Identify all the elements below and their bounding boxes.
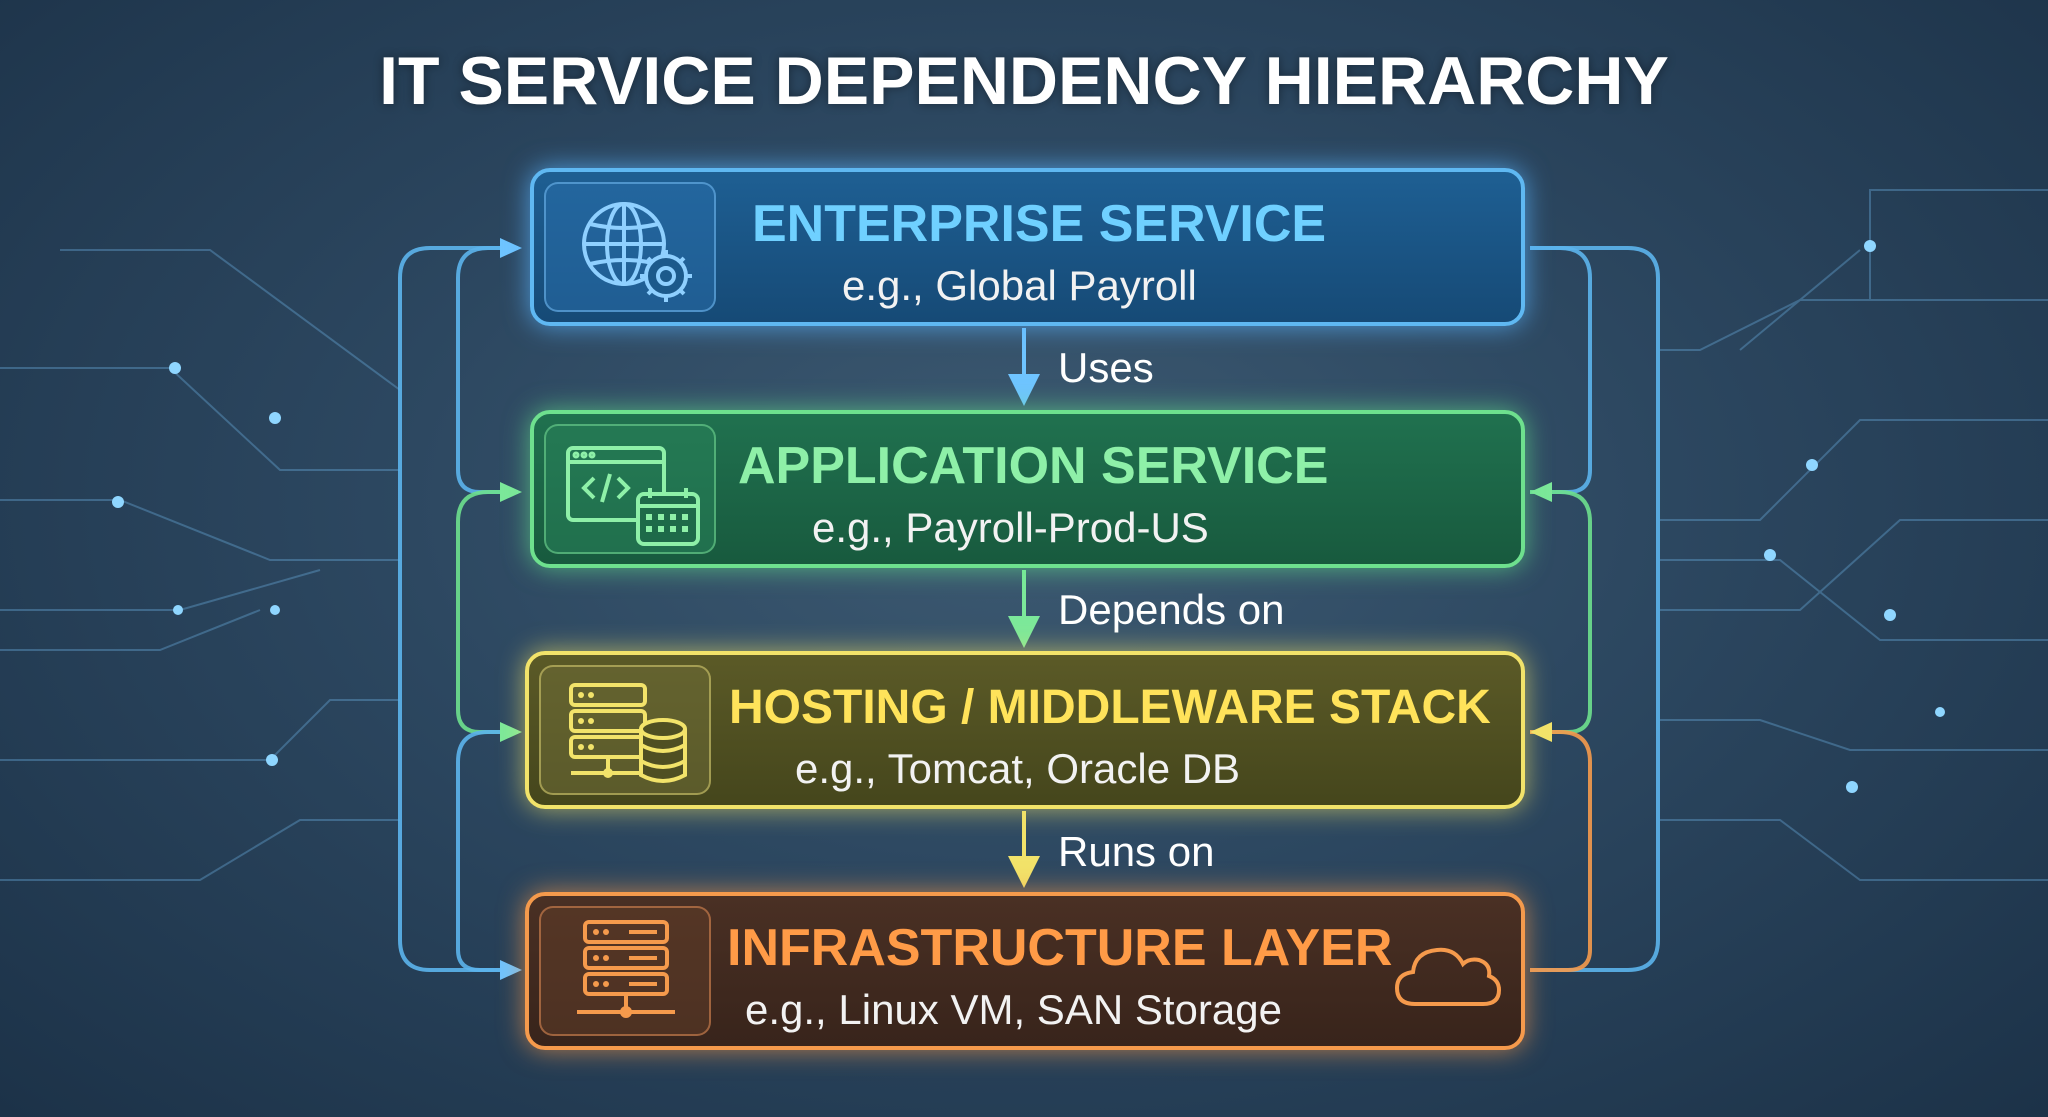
cloud-icon: [1394, 947, 1502, 1006]
layer-example: e.g., Global Payroll: [842, 262, 1197, 309]
relation-label-depends-on: Depends on: [1058, 586, 1285, 633]
layer-example: e.g., Tomcat, Oracle DB: [795, 745, 1241, 792]
code-window-calendar-icon: [544, 424, 716, 554]
enterprise-service-layer: ENTERPRISE SERVICE e.g., Global Payroll: [530, 168, 1525, 326]
hosting-middleware-layer: HOSTING / MIDDLEWARE STACK e.g., Tomcat,…: [525, 651, 1525, 809]
layer-title: HOSTING / MIDDLEWARE STACK: [729, 681, 1491, 734]
globe-gear-icon: [544, 182, 716, 312]
server-database-icon: [539, 665, 711, 795]
relation-label-uses: Uses: [1058, 344, 1154, 391]
application-service-layer: APPLICATION SERVICE e.g., Payroll-Prod-U…: [530, 410, 1525, 568]
layer-title: INFRASTRUCTURE LAYER: [727, 919, 1393, 977]
layer-title: APPLICATION SERVICE: [738, 437, 1329, 495]
server-rack-icon: [539, 906, 711, 1036]
infrastructure-layer: INFRASTRUCTURE LAYER e.g., Linux VM, SAN…: [525, 892, 1525, 1050]
layer-title: ENTERPRISE SERVICE: [752, 195, 1327, 253]
relation-label-runs-on: Runs on: [1058, 828, 1215, 875]
layer-example: e.g., Payroll-Prod-US: [812, 504, 1209, 551]
layer-example: e.g., Linux VM, SAN Storage: [745, 986, 1282, 1033]
diagram-title: IT SERVICE DEPENDENCY HIERARCHY: [379, 43, 1669, 119]
